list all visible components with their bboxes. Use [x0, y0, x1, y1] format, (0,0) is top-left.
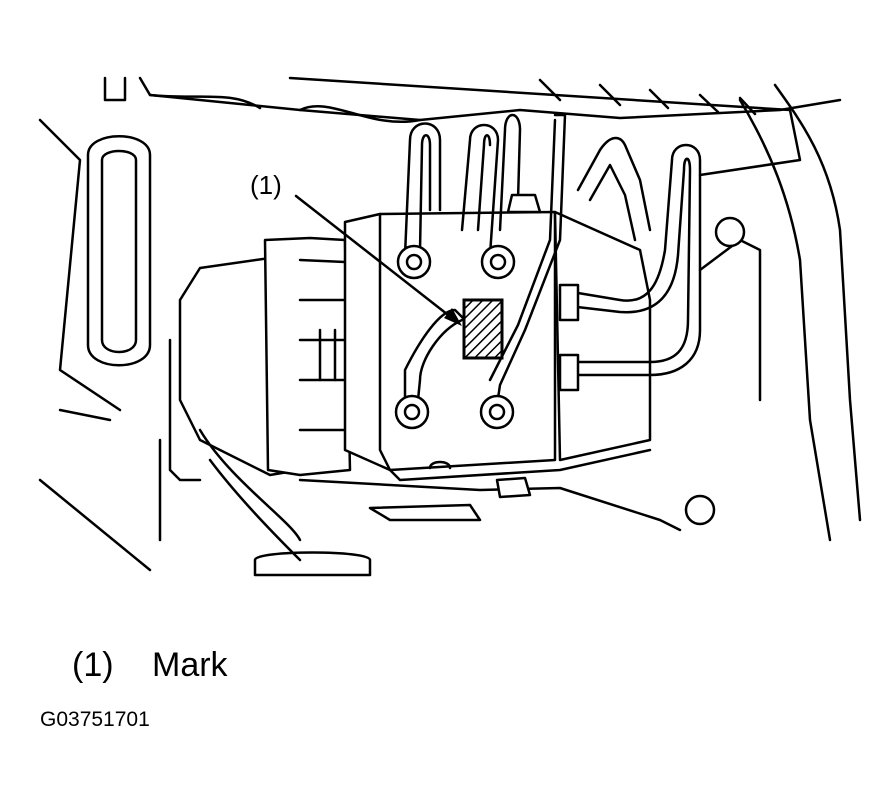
flare-nuts: [394, 193, 746, 526]
legend: (1) Mark: [72, 646, 228, 685]
figure-code: G03751701: [40, 708, 150, 731]
brake-pipes: [403, 113, 702, 407]
motor-housing: [158, 236, 372, 577]
legend-number: (1): [72, 646, 114, 684]
hatched-mark: [462, 298, 504, 360]
callout-leader-line: [294, 194, 462, 326]
legend-text: Mark: [152, 646, 228, 684]
body-panel: [103, 76, 862, 542]
left-bracket: [38, 118, 152, 572]
callout-label: (1): [250, 170, 282, 200]
